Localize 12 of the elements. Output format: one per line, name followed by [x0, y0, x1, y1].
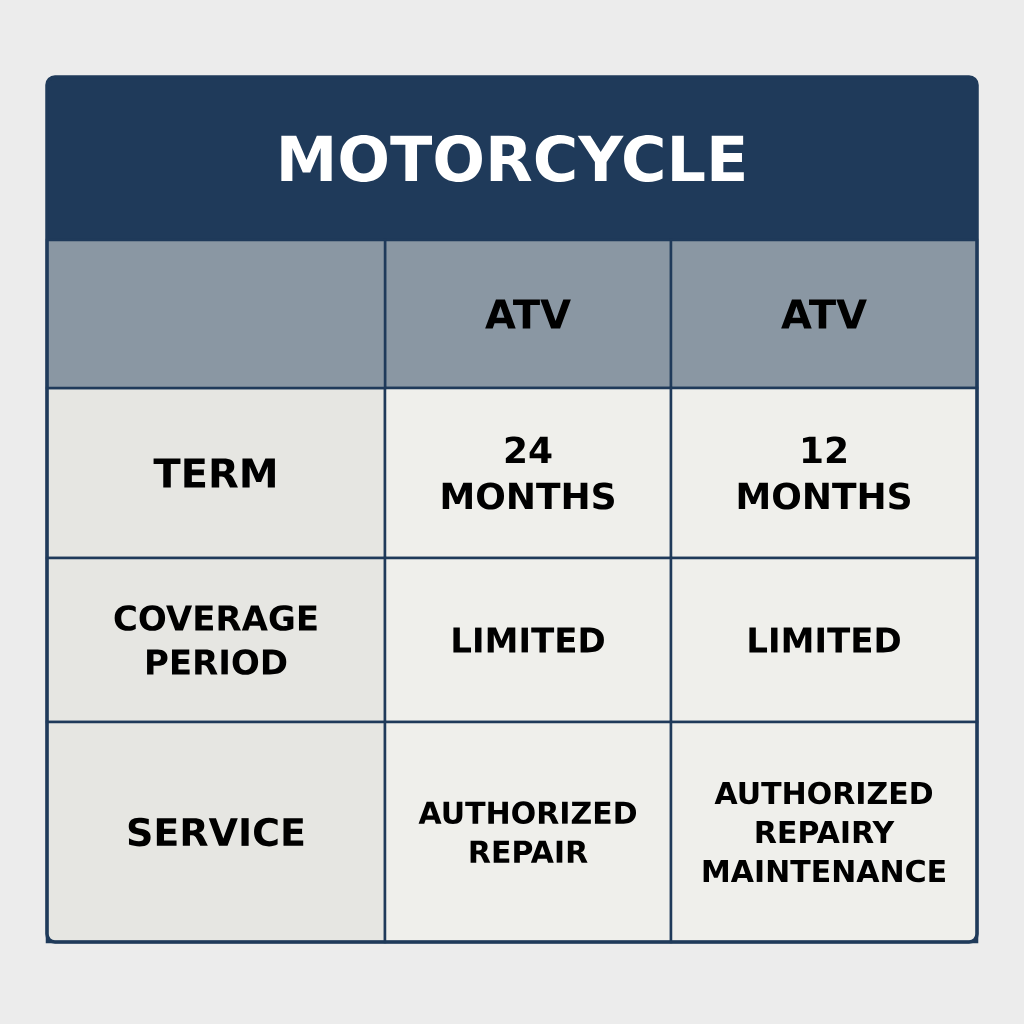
- table-cell: LIMITED: [383, 556, 673, 724]
- title-band: MOTORCYCLE: [47, 77, 977, 250]
- table-cell: 24 MONTHS: [383, 386, 673, 560]
- table-cell: LIMITED: [669, 556, 979, 724]
- table-cell: ATV: [383, 238, 673, 390]
- table-cell: SERVICE: [45, 720, 387, 944]
- table-cell: TERM: [45, 386, 387, 560]
- table-cell: AUTHORIZED REPAIR: [383, 720, 673, 944]
- table-cell: 12 MONTHS: [669, 386, 979, 560]
- table-cell: COVERAGE PERIOD: [45, 556, 387, 724]
- table-cell: ATV: [669, 238, 979, 390]
- table-cell: AUTHORIZED REPAIRY MAINTENANCE: [669, 720, 979, 944]
